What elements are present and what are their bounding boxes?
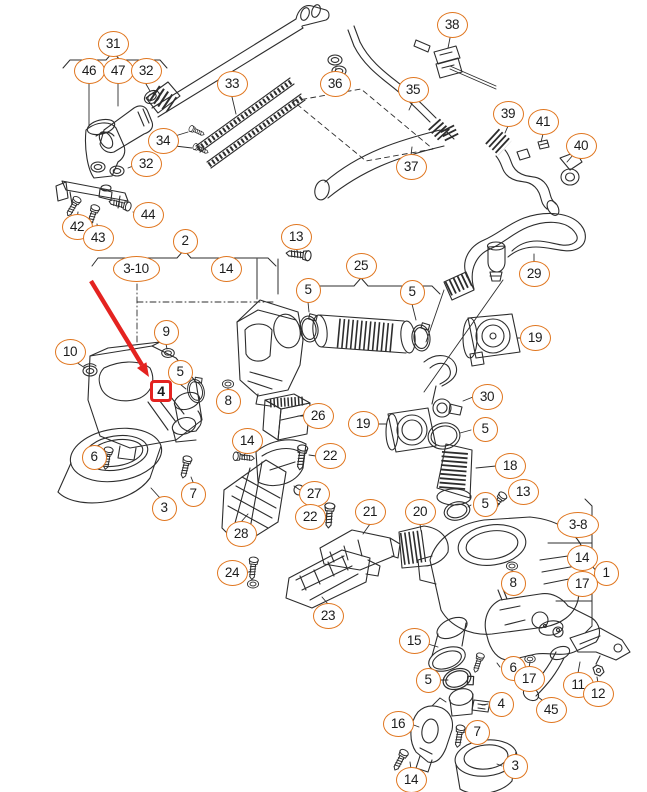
callout-17-2[interactable]: 17: [513, 666, 545, 692]
callout-13-2[interactable]: 13: [507, 479, 539, 505]
part-rails-34: [187, 77, 306, 169]
callout-44[interactable]: 44: [132, 202, 164, 228]
callout-21[interactable]: 21: [354, 499, 386, 525]
callout-40[interactable]: 40: [565, 133, 597, 159]
part-oring-5e: [443, 501, 471, 521]
callout-13[interactable]: 13: [280, 224, 312, 250]
callout-15[interactable]: 15: [398, 628, 430, 654]
part-shell-21: [319, 529, 401, 571]
callout-14-3[interactable]: 14: [566, 545, 598, 571]
callout-3-2[interactable]: 3: [502, 753, 528, 779]
callout-39[interactable]: 39: [492, 101, 524, 127]
callout-26[interactable]: 26: [302, 403, 334, 429]
part-throttle-19-lower: [385, 407, 437, 453]
part-intake-hose-25: [312, 314, 416, 354]
callout-7[interactable]: 7: [180, 481, 206, 507]
callout-2[interactable]: 2: [172, 228, 198, 254]
callout-5[interactable]: 5: [295, 277, 321, 303]
part-maf-duct-4: [171, 391, 202, 443]
highlight-arrow: [89, 279, 149, 377]
part-throttle-19-upper: [462, 313, 521, 367]
callout-5-5[interactable]: 5: [472, 491, 498, 517]
callout-46[interactable]: 46: [73, 58, 105, 84]
callout-12[interactable]: 12: [582, 681, 614, 707]
callout-9[interactable]: 9: [153, 319, 179, 345]
callout-14[interactable]: 14: [210, 256, 242, 282]
callout-37[interactable]: 37: [395, 154, 427, 180]
part-hose-29: [443, 213, 586, 301]
callout-32-2[interactable]: 32: [130, 151, 162, 177]
part-hose-30: [423, 355, 463, 418]
part-clip-41: [537, 139, 550, 150]
callout-17[interactable]: 17: [566, 571, 598, 597]
callout-29[interactable]: 29: [518, 261, 550, 287]
callout-36[interactable]: 36: [319, 71, 351, 97]
part-pipe-47: [98, 89, 161, 154]
part-housing-left: [87, 341, 203, 461]
callout-34[interactable]: 34: [147, 128, 179, 154]
callout-1[interactable]: 1: [593, 560, 619, 586]
callout-7-2[interactable]: 7: [464, 719, 490, 745]
part-hose-39: [485, 128, 560, 216]
callout-38[interactable]: 38: [436, 12, 468, 38]
callout-33[interactable]: 33: [216, 71, 248, 97]
part-airbox-upper: [236, 299, 304, 407]
callout-6[interactable]: 6: [81, 444, 107, 470]
callout-23[interactable]: 23: [312, 603, 344, 629]
callout-14-4[interactable]: 14: [395, 767, 427, 792]
callout-19-2[interactable]: 19: [347, 411, 379, 437]
callout-19[interactable]: 19: [519, 325, 551, 351]
callout-14-2[interactable]: 14: [231, 428, 263, 454]
callout-5-4[interactable]: 5: [472, 416, 498, 442]
callout-27[interactable]: 27: [298, 481, 330, 507]
callout-3-10[interactable]: 3-10: [112, 256, 160, 282]
callout-45[interactable]: 45: [535, 697, 567, 723]
callout-16[interactable]: 16: [382, 711, 414, 737]
callout-3[interactable]: 3: [151, 495, 177, 521]
callout-5-3[interactable]: 5: [167, 359, 193, 385]
callout-28[interactable]: 28: [225, 521, 257, 547]
callout-22-2[interactable]: 22: [294, 504, 326, 530]
callout-35[interactable]: 35: [397, 77, 429, 103]
part-bracket-11: [569, 627, 631, 665]
callout-24[interactable]: 24: [216, 560, 248, 586]
callout-10[interactable]: 10: [54, 339, 86, 365]
callout-41[interactable]: 41: [527, 109, 559, 135]
callout-30[interactable]: 30: [471, 384, 503, 410]
callout-5-6[interactable]: 5: [415, 667, 441, 693]
callout-4[interactable]: 4: [150, 380, 172, 402]
part-nut-12: [592, 664, 605, 677]
callout-8[interactable]: 8: [215, 388, 241, 414]
callout-3-8[interactable]: 3-8: [557, 512, 599, 538]
callout-20[interactable]: 20: [404, 499, 436, 525]
callout-18[interactable]: 18: [494, 453, 526, 479]
part-duct-15: [428, 616, 468, 672]
callout-31[interactable]: 31: [97, 31, 129, 57]
callout-22[interactable]: 22: [314, 443, 346, 469]
callout-4-2[interactable]: 4: [488, 691, 514, 717]
part-tray-23: [285, 549, 381, 609]
callout-8-2[interactable]: 8: [500, 570, 526, 596]
callout-47[interactable]: 47: [102, 58, 134, 84]
callout-25[interactable]: 25: [345, 253, 377, 279]
part-grommet-10: [82, 363, 98, 377]
part-sensor-38: [413, 39, 497, 90]
callout-43[interactable]: 43: [82, 225, 114, 251]
callout-32[interactable]: 32: [130, 58, 162, 84]
part-cone-filter-20: [398, 525, 449, 569]
callout-5-2[interactable]: 5: [399, 279, 425, 305]
